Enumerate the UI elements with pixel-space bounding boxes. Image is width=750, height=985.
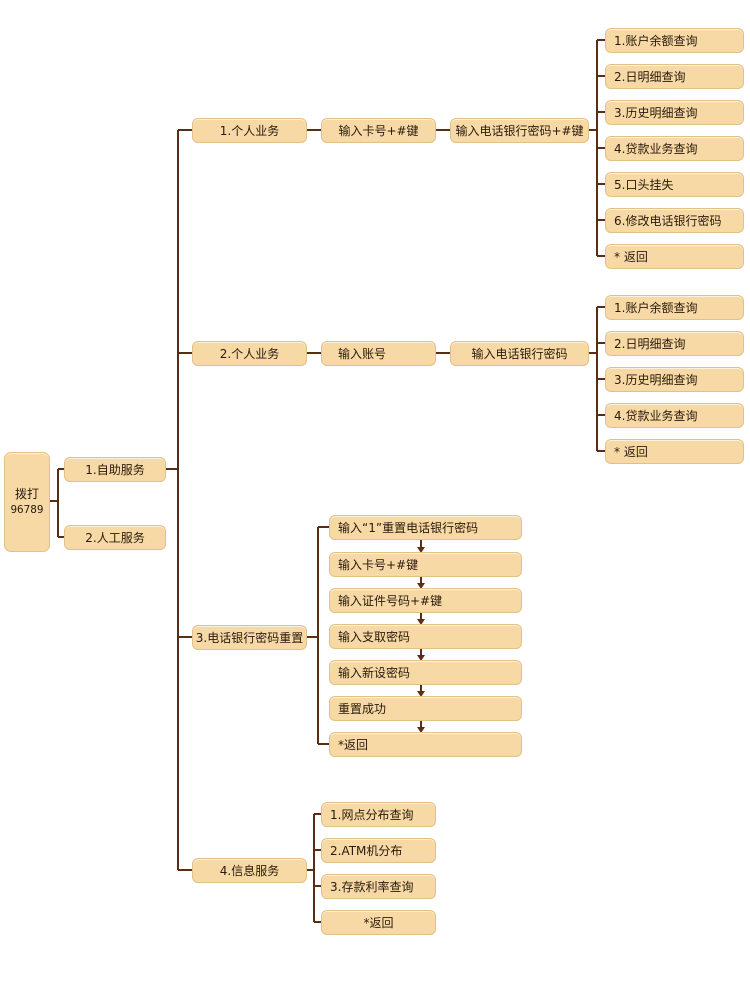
info-option: 3.存款利率查询 <box>321 874 436 899</box>
branch1-label: 1.个人业务 <box>192 118 307 143</box>
dial-number: 96789 <box>10 503 44 516</box>
branch1-option: 1.账户余额查询 <box>605 28 744 53</box>
reset-step: 输入证件号码+#键 <box>329 588 522 613</box>
branch2-step2: 输入电话银行密码 <box>450 341 589 366</box>
branch2-option: 1.账户余额查询 <box>605 295 744 320</box>
branch2-step1: 输入账号 <box>321 341 436 366</box>
branch1-option: 2.日明细查询 <box>605 64 744 89</box>
branch3-label: 3.电话银行密码重置 <box>192 625 307 650</box>
branch2-option: 4.贷款业务查询 <box>605 403 744 428</box>
reset-step: 重置成功 <box>329 696 522 721</box>
branch1-option: 6.修改电话银行密码 <box>605 208 744 233</box>
info-option: 1.网点分布查询 <box>321 802 436 827</box>
branch1-option: 4.贷款业务查询 <box>605 136 744 161</box>
dial-root-node: 拨打 96789 <box>4 452 50 552</box>
branch1-step1: 输入卡号+#键 <box>321 118 436 143</box>
dial-label: 拨打 <box>14 487 39 501</box>
branch2-option: 2.日明细查询 <box>605 331 744 356</box>
reset-step: 输入卡号+#键 <box>329 552 522 577</box>
self-service-node: 1.自助服务 <box>64 457 166 482</box>
branch1-option: 5.口头挂失 <box>605 172 744 197</box>
reset-step: 输入支取密码 <box>329 624 522 649</box>
branch4-label: 4.信息服务 <box>192 858 307 883</box>
branch1-option: 3.历史明细查询 <box>605 100 744 125</box>
manual-service-node: 2.人工服务 <box>64 525 166 550</box>
reset-step: *返回 <box>329 732 522 757</box>
branch2-option: 3.历史明细查询 <box>605 367 744 392</box>
branch2-option: * 返回 <box>605 439 744 464</box>
branch1-step2: 输入电话银行密码+#键 <box>450 118 589 143</box>
reset-step: 输入“1”重置电话银行密码 <box>329 515 522 540</box>
reset-step: 输入新设密码 <box>329 660 522 685</box>
branch1-option: * 返回 <box>605 244 744 269</box>
info-option: *返回 <box>321 910 436 935</box>
branch2-label: 2.个人业务 <box>192 341 307 366</box>
info-option: 2.ATM机分布 <box>321 838 436 863</box>
